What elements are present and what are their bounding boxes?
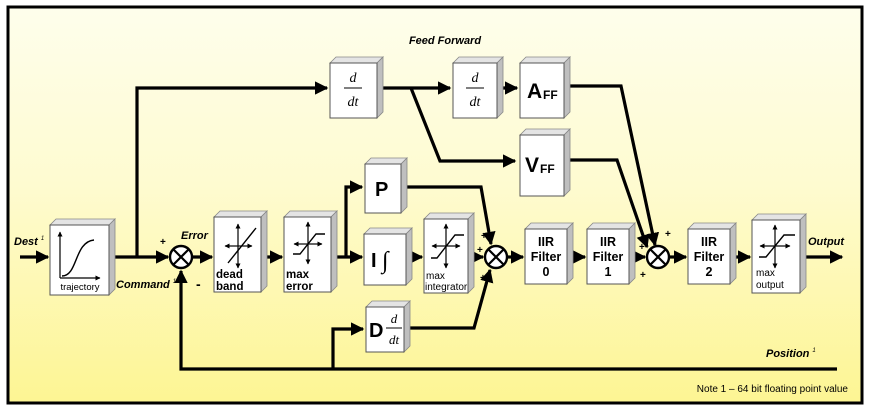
wires [20, 81, 844, 371]
wire-feedforward-tap [135, 81, 329, 257]
pid-summing-junction: + + + [477, 231, 509, 284]
wire-to-vff [409, 87, 517, 168]
pid-sum-plus-1: + [481, 231, 487, 242]
max-error-label-1: max [286, 269, 310, 281]
aff-main: A [527, 80, 542, 103]
s-curve-icon [57, 231, 101, 281]
p-label: P [375, 179, 388, 201]
wire-position-feedback [174, 269, 837, 371]
wire-to-p [344, 180, 364, 257]
wire-vff-out [566, 158, 650, 249]
saturation-icon [431, 223, 464, 269]
integral-icon: ∫ [380, 248, 390, 275]
aff-sub: FF [543, 88, 558, 102]
max-error-label-2: error [286, 281, 313, 293]
iir1-line3: 1 [605, 265, 612, 279]
deadband-label-2: band [216, 281, 243, 293]
diagram-frame [6, 5, 864, 405]
iir2-line3: 2 [706, 265, 713, 279]
max-integrator-label-2: integrator [425, 282, 468, 293]
i-gain-block[interactable]: I ∫ [363, 227, 413, 286]
output-label: Output [808, 236, 845, 248]
ff-deriv2-num: d [472, 71, 480, 86]
wire-d-out [410, 268, 494, 330]
max-output-block[interactable]: max output [751, 213, 807, 294]
max-output-label-1: max [756, 268, 775, 279]
max-integrator-block[interactable]: max integrator [423, 212, 475, 294]
ff-deriv2-den: dt [470, 95, 482, 110]
iir-filter-0-block[interactable]: IIR Filter 0 [524, 222, 574, 285]
d-gain-block[interactable]: D d dt [365, 300, 411, 353]
iir0-line1: IIR [538, 235, 554, 249]
i-label: I [371, 250, 377, 272]
deadband-block[interactable]: dead band [213, 210, 268, 293]
d-den: dt [389, 332, 400, 347]
iir1-line2: Filter [593, 250, 624, 264]
trajectory-block[interactable]: trajectory [49, 218, 116, 296]
feedforward-summing-junction: + + + [639, 229, 671, 281]
pid-sum-plus-2: + [477, 245, 483, 256]
saturation-icon [759, 224, 795, 269]
feed-forward-title: Feed Forward [409, 35, 481, 47]
iir0-line3: 0 [543, 265, 550, 279]
max-error-block[interactable]: max error [283, 210, 338, 293]
d-label: D [369, 320, 383, 342]
max-integrator-label-1: max [426, 271, 445, 282]
acceleration-feedforward-block[interactable]: A FF [519, 56, 571, 119]
vff-sub: FF [540, 162, 555, 176]
iir-filter-1-block[interactable]: IIR Filter 1 [586, 222, 636, 285]
wire-aff-out [566, 84, 660, 247]
error-sum-plus: + [160, 237, 166, 248]
deadband-label-1: dead [216, 269, 243, 281]
wire-p-out [404, 185, 496, 246]
error-label: Error [181, 230, 209, 242]
ff-sum-plus-3: + [640, 270, 646, 281]
ff-derivative-block-2[interactable]: d dt [452, 56, 504, 119]
vff-main: V [525, 154, 539, 177]
max-output-label-2: output [756, 280, 784, 291]
velocity-feedforward-block[interactable]: V FF [519, 128, 571, 197]
ff-deriv1-num: d [350, 71, 358, 86]
ff-sum-plus-2: + [665, 229, 671, 240]
p-gain-block[interactable]: P [364, 157, 408, 214]
d-num: d [391, 311, 398, 326]
wire-to-d [331, 322, 365, 369]
error-summing-junction: + - [160, 237, 201, 292]
pid-sum-plus-3: + [480, 273, 486, 284]
error-sum-minus: - [196, 276, 201, 292]
iir2-line1: IIR [701, 235, 717, 249]
deadband-icon [224, 223, 257, 269]
saturation-icon [293, 221, 325, 265]
iir2-line2: Filter [694, 250, 725, 264]
iir-filter-2-block[interactable]: IIR Filter 2 [687, 222, 737, 285]
footnote-text: Note 1 – 64 bit floating point value [697, 384, 849, 395]
ff-derivative-block-1[interactable]: d dt [329, 56, 384, 119]
ff-sum-plus-1: + [639, 242, 645, 253]
iir1-line1: IIR [600, 235, 616, 249]
ff-deriv1-den: dt [348, 95, 360, 110]
iir0-line2: Filter [531, 250, 562, 264]
trajectory-label: trajectory [60, 282, 99, 293]
